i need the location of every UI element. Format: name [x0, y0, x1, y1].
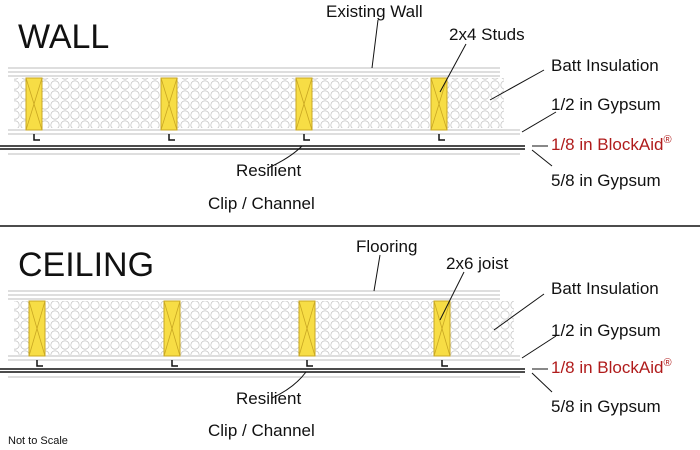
ceiling-58-gypsum-leader [531, 372, 553, 393]
ceiling-joist-leader [439, 271, 465, 321]
wall-58-gypsum-label: 5/8 in Gypsum [551, 171, 661, 190]
ceiling-half-gypsum-label: 1/2 in Gypsum [551, 321, 661, 340]
ceiling-joist [433, 300, 451, 357]
ceiling-batt-insulation [14, 301, 514, 355]
ceiling-joist [298, 300, 316, 357]
scale-note: Not to Scale [8, 435, 68, 447]
ceiling-resilient-clip [441, 360, 448, 367]
ceiling-title: CEILING [18, 246, 154, 284]
wall-blockaid-label: 1/8 in BlockAid® [551, 134, 672, 154]
ceiling-clip-label-line1: Resilient [236, 389, 301, 408]
ceiling-blockaid-label: 1/8 in BlockAid® [551, 357, 672, 377]
ceiling-clip-leader [271, 371, 307, 399]
wall-resilient-clip [303, 134, 310, 141]
ceiling-joist [28, 300, 46, 357]
ceiling-flooring-label: Flooring [356, 237, 417, 256]
wall-58-gypsum-leader [531, 149, 553, 167]
wall-stud [430, 77, 448, 131]
wall-title: WALL [18, 18, 109, 56]
ceiling-clip-label-line2: Clip / Channel [208, 421, 315, 440]
ceiling-blockaid-text: 1/8 in BlockAid [551, 358, 663, 377]
wall-half-gypsum-label: 1/2 in Gypsum [551, 95, 661, 114]
wall-resilient-clip [438, 134, 445, 141]
ceiling-section: CEILING [0, 237, 672, 440]
ceiling-half-gypsum-leader [521, 335, 557, 359]
wall-insulation-leader [489, 69, 545, 101]
ceiling-resilient-clip [36, 360, 43, 367]
ceiling-resilient-clip [171, 360, 178, 367]
wall-half-gypsum-leader [521, 111, 557, 133]
wall-clip-label-line1: Resilient [236, 161, 301, 180]
ceiling-insulation-leader [493, 293, 545, 331]
wall-clip-leader [267, 145, 303, 169]
wall-insulation-label: Batt Insulation [551, 56, 659, 75]
wall-resilient-clip [168, 134, 175, 141]
wall-studs-leader [439, 43, 467, 93]
ceiling-resilient-clip [306, 360, 313, 367]
ceiling-insulation-label: Batt Insulation [551, 279, 659, 298]
wall-section: WALL [0, 2, 672, 213]
ceiling-58-gypsum-label: 5/8 in Gypsum [551, 397, 661, 416]
wall-clip-label-line2: Clip / Channel [208, 194, 315, 213]
wall-existing-leader [371, 19, 379, 69]
wall-stud [160, 77, 178, 131]
wall-resilient-clip [33, 134, 40, 141]
wall-stud [25, 77, 43, 131]
wall-blockaid-text: 1/8 in BlockAid [551, 135, 663, 154]
ceiling-joist-label: 2x6 joist [446, 254, 509, 273]
ceiling-flooring-leader [373, 254, 381, 292]
wall-registered-mark: ® [663, 134, 671, 146]
ceiling-registered-mark: ® [663, 357, 671, 369]
wall-existing-label: Existing Wall [326, 2, 423, 21]
wall-studs-label: 2x4 Studs [449, 25, 525, 44]
wall-batt-insulation [14, 78, 504, 128]
ceiling-joist [163, 300, 181, 357]
wall-stud [295, 77, 313, 131]
